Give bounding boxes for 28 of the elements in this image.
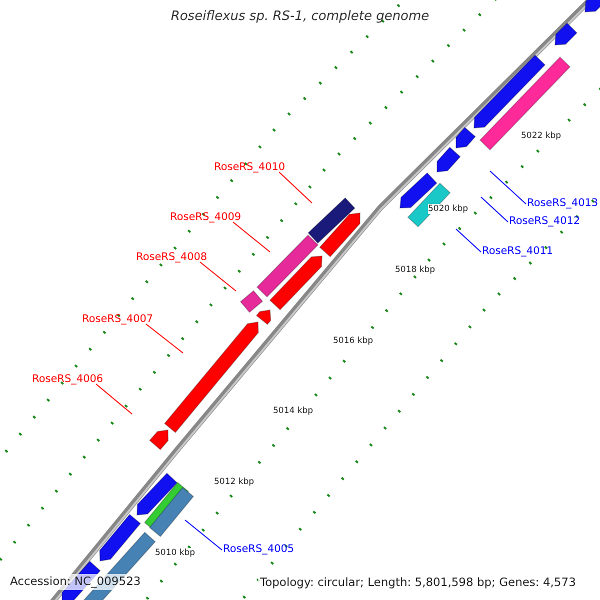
gene-label: RoseRS_4008 [136, 251, 208, 264]
gene-label: RoseRS_4011 [482, 245, 554, 258]
leader-line [200, 262, 236, 292]
title: Roseiflexus sp. RS-1, complete genome [170, 9, 430, 25]
scale-label: 5014 kbp [273, 406, 314, 416]
gene-label: RoseRS_4010 [214, 161, 286, 174]
scale-label: 5016 kbp [333, 336, 374, 346]
scale-label: 5010 kbp [155, 548, 196, 558]
leader-line [456, 228, 482, 252]
gene-label: RoseRS_4013 [527, 197, 598, 210]
gene-label: RoseRS_4006 [32, 373, 104, 386]
leader-line [490, 170, 526, 204]
leader-line [278, 172, 312, 204]
footer-text: Topology: circular; Length: 5,801,598 bp; Genes: 4,573 [258, 575, 578, 591]
scale-label: 5012 kbp [214, 477, 254, 488]
gene-label: RoseRS_4012 [509, 215, 580, 228]
scale-label: 5020 kbp [428, 204, 468, 214]
leader-line [480, 196, 508, 222]
gene-label: RoseRS_4005 [223, 543, 294, 556]
gene-label: RoseRS_4009 [170, 211, 242, 224]
leader-line [232, 222, 270, 252]
leader-line [146, 324, 184, 354]
gene-label: RoseRS_4007 [82, 313, 154, 326]
scale-label: 5018 kbp [395, 265, 436, 276]
leader-line [96, 384, 132, 414]
footer-text: Accession: NC_009523 [8, 574, 143, 590]
scale-label: 5022 kbp [521, 131, 562, 142]
leader-line [184, 520, 222, 550]
